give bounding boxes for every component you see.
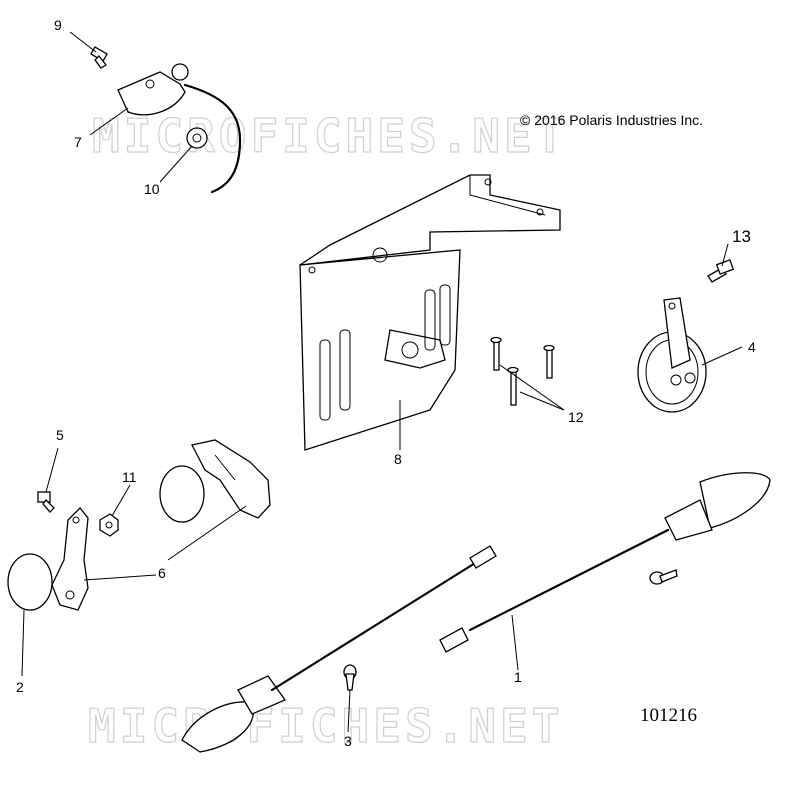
leader-lines bbox=[21, 31, 743, 733]
part-11-nut bbox=[99, 513, 119, 537]
part-10-grommet bbox=[186, 127, 208, 149]
part-13-bolt bbox=[707, 259, 735, 283]
callout-2: 2 bbox=[16, 679, 24, 695]
callout-1: 1 bbox=[514, 669, 522, 685]
callout-13: 13 bbox=[732, 227, 751, 246]
callout-11: 11 bbox=[122, 469, 137, 485]
reflector-disc-right bbox=[159, 465, 205, 523]
callout-4: 4 bbox=[748, 339, 756, 355]
part-9-screw bbox=[90, 46, 108, 69]
callout-10: 10 bbox=[144, 181, 160, 197]
part-8-plate-bracket bbox=[299, 174, 561, 451]
callout-7: 7 bbox=[74, 134, 82, 150]
callout-5: 5 bbox=[56, 427, 64, 443]
callout-8: 8 bbox=[394, 451, 402, 467]
callout-9: 9 bbox=[54, 17, 62, 33]
copyright-notice: © 2016 Polaris Industries Inc. bbox=[520, 112, 704, 128]
drawing-number: 101216 bbox=[640, 705, 697, 726]
part-4-reflector bbox=[637, 297, 707, 413]
callout-3: 3 bbox=[344, 733, 352, 749]
part-1-turn-signal-right bbox=[439, 472, 771, 653]
part-6-bracket-left bbox=[51, 507, 89, 611]
part-2-reflector-disc bbox=[7, 553, 53, 611]
part-6-bracket-right bbox=[191, 439, 271, 519]
part-12-screws bbox=[490, 336, 555, 406]
part-7-license-light bbox=[117, 63, 242, 194]
callout-6: 6 bbox=[158, 565, 166, 581]
part-3-screw-b bbox=[649, 569, 678, 585]
watermark-top: MICROFICHES.NET bbox=[92, 109, 567, 163]
part-1-turn-signal-left bbox=[181, 545, 497, 753]
callout-12: 12 bbox=[568, 409, 584, 425]
watermark-bottom: MICROFICHES.NET bbox=[88, 699, 563, 753]
part-5-screw bbox=[37, 491, 55, 513]
part-3-screw bbox=[343, 664, 357, 691]
